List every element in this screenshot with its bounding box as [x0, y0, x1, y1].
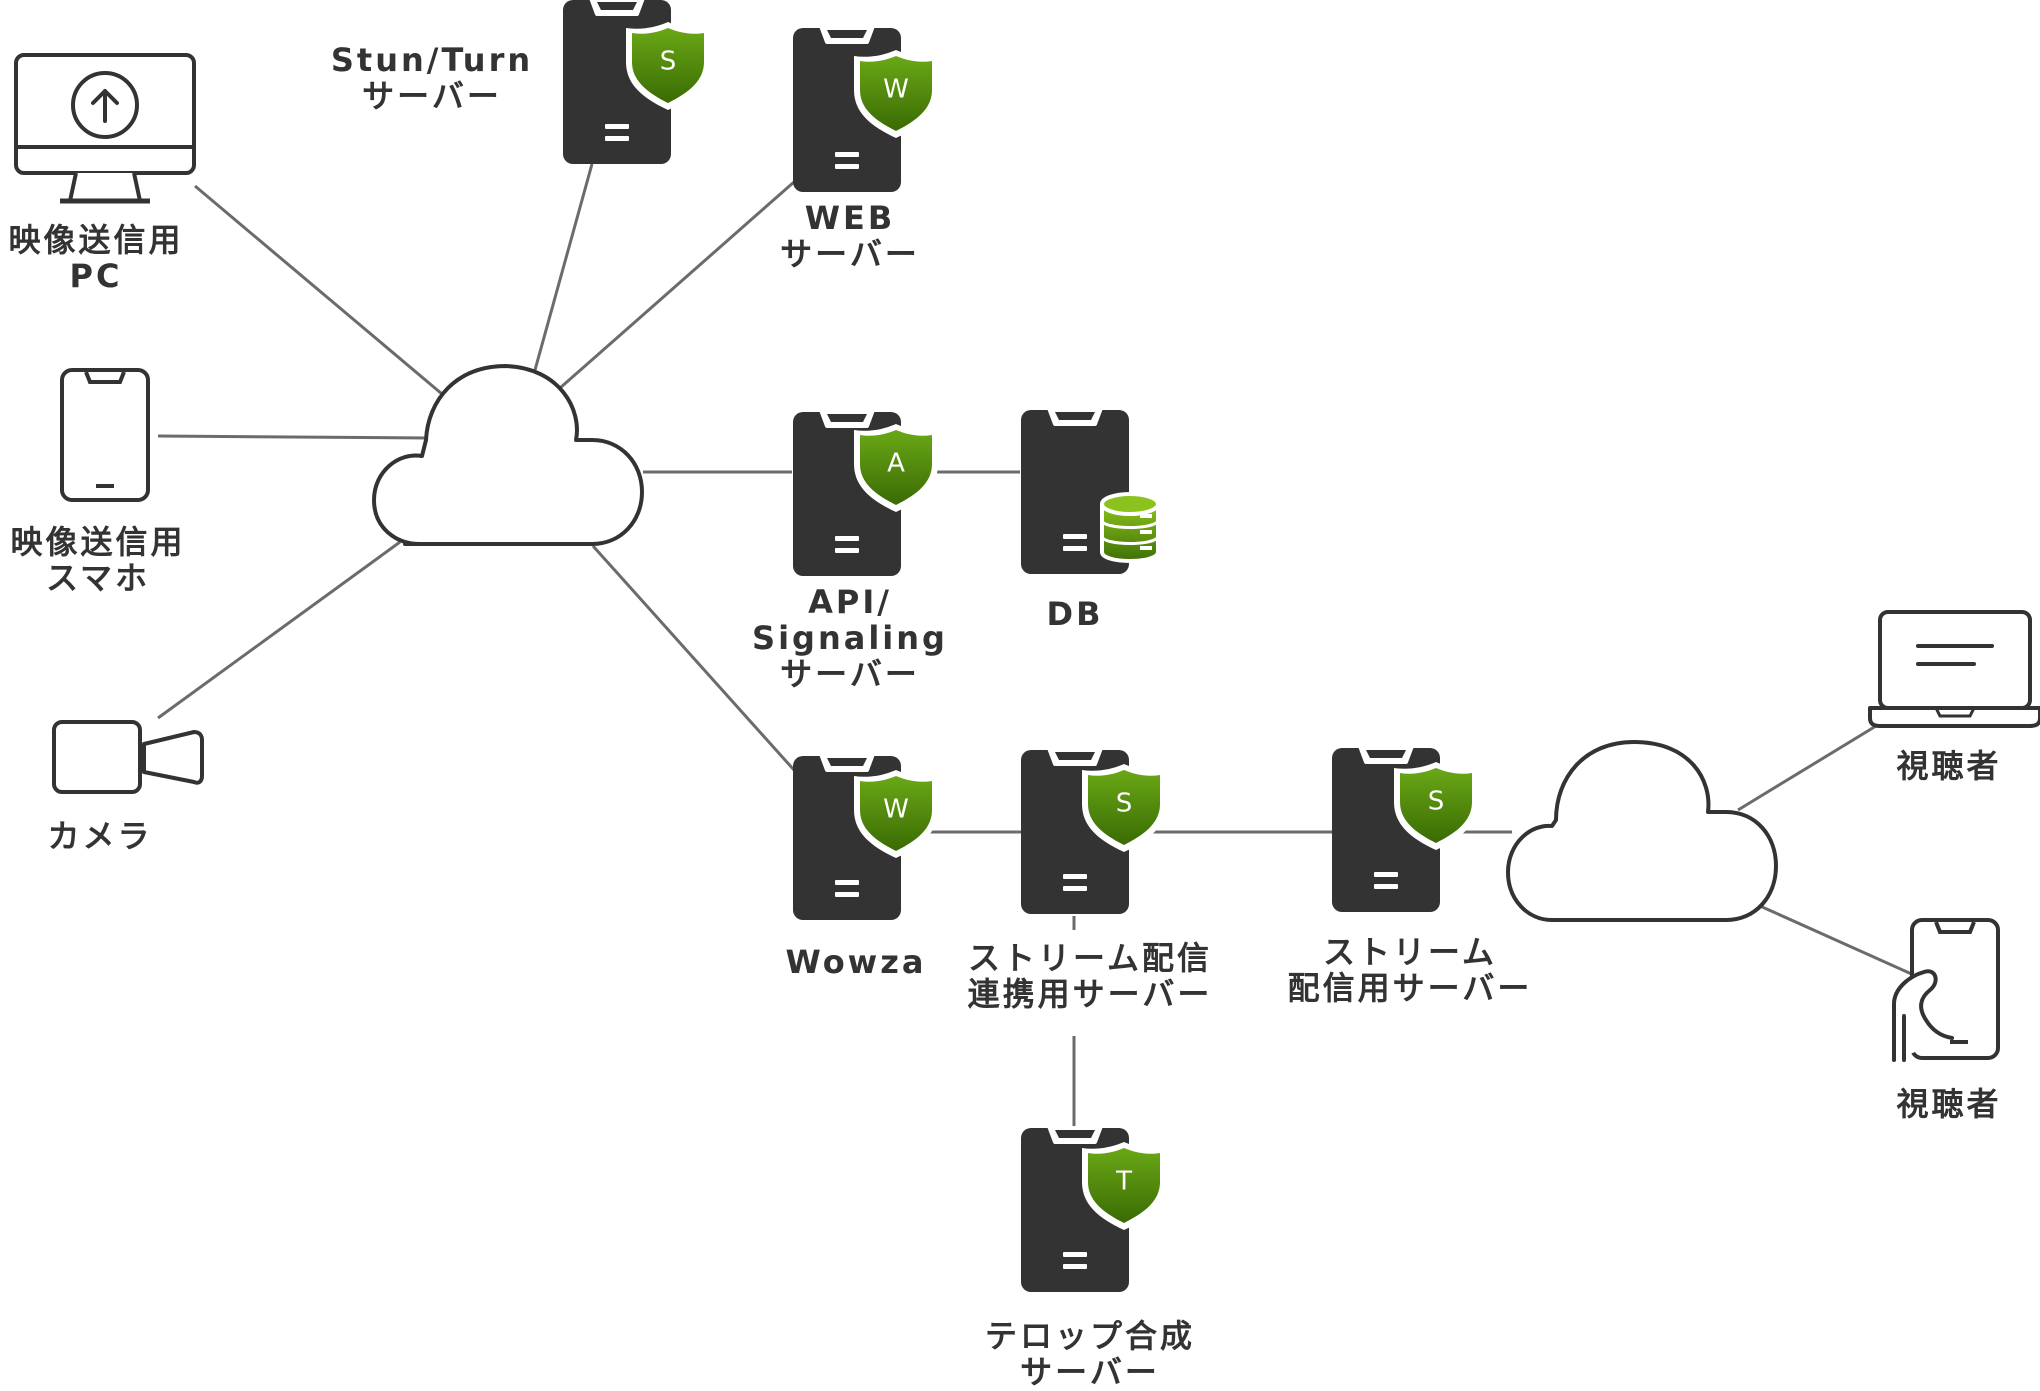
laptop-icon — [1868, 610, 2040, 728]
shield-icon: S — [1082, 764, 1166, 852]
label-wowza: Wowza — [785, 943, 927, 981]
link-web-cloud — [559, 180, 795, 390]
badge-letter: A — [887, 449, 905, 479]
database-icon — [1100, 492, 1160, 563]
badge-letter: S — [1428, 787, 1445, 817]
shield-icon: T — [1082, 1142, 1166, 1230]
smartphone-icon — [60, 368, 150, 502]
label-db: DB — [1046, 595, 1104, 633]
badge-letter: S — [1116, 789, 1133, 819]
label-api: API/ Signaling サーバー — [752, 583, 948, 693]
badge-letter: S — [660, 47, 677, 77]
shield-icon: W — [854, 50, 938, 138]
label-web: WEB サーバー — [780, 199, 920, 273]
label-stream-dist: ストリーム 配信用サーバー — [1287, 933, 1533, 1007]
link-wowza-cloud — [591, 544, 796, 772]
label-phone-sender: 映像送信用 スマホ — [10, 523, 186, 597]
link-phone-cloud — [157, 434, 429, 440]
link-cloud2-laptop — [1737, 724, 1877, 812]
monitor-upload-icon — [14, 53, 196, 204]
label-camera: カメラ — [47, 817, 153, 855]
label-pc: 映像送信用 PC — [8, 221, 184, 295]
cloud-icon — [1506, 740, 1778, 922]
shield-icon: S — [626, 22, 710, 110]
label-viewer-phone: 視聴者 — [1896, 1085, 2002, 1123]
phone-in-hand-icon — [1892, 918, 2000, 1062]
badge-letter: T — [1115, 1167, 1132, 1197]
link-pc-cloud — [194, 184, 443, 396]
video-camera-icon — [52, 720, 204, 794]
badge-letter: W — [883, 795, 909, 825]
link-cloud2-phone — [1759, 904, 1917, 978]
connection-lines — [157, 163, 1917, 1126]
shield-icon: W — [854, 770, 938, 858]
shield-icon: S — [1394, 762, 1478, 850]
link-camera-cloud — [157, 540, 401, 720]
label-telop: テロップ合成 サーバー — [984, 1317, 1195, 1391]
shield-icon: A — [854, 424, 938, 512]
label-stream-link: ストリーム配信 連携用サーバー — [967, 939, 1213, 1013]
label-stun: Stun/Turn サーバー — [330, 41, 534, 115]
link-stun-cloud — [533, 163, 594, 371]
cloud-icon — [372, 364, 644, 546]
label-viewer-laptop: 視聴者 — [1896, 747, 2002, 785]
badge-letter: W — [883, 75, 909, 105]
